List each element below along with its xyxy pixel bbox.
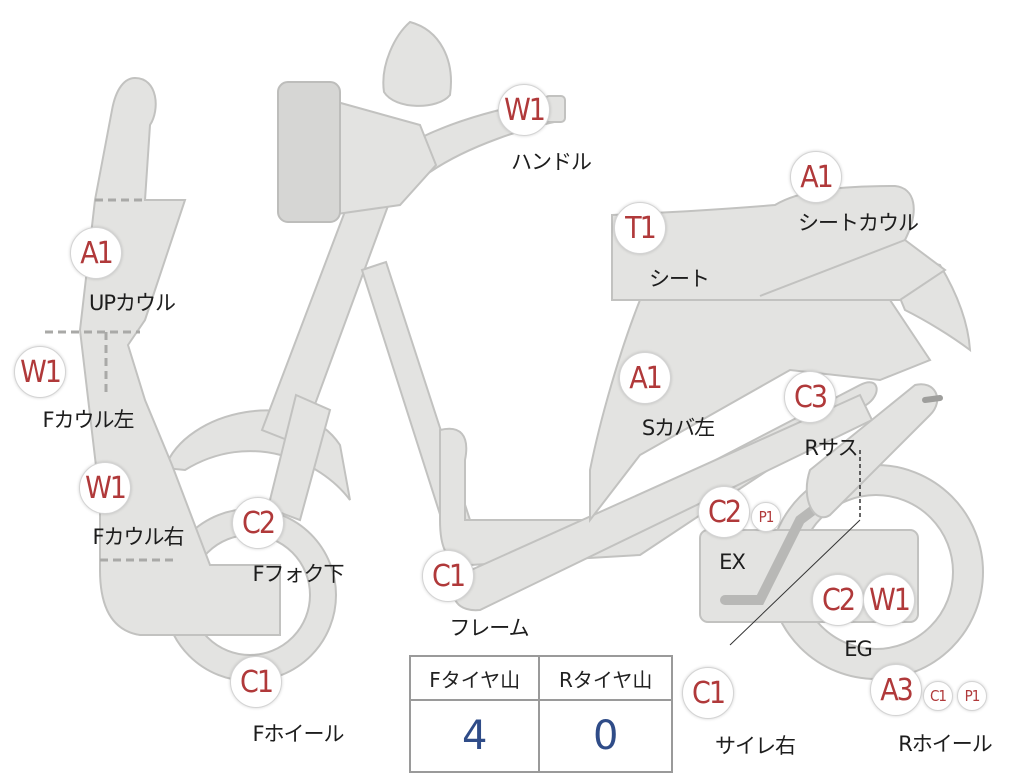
r-wheel-damage-badge[interactable]: A3	[870, 664, 922, 716]
mirror-shape	[382, 20, 452, 107]
muffler-right-damage-badge[interactable]: C1	[682, 667, 734, 719]
f-wheel-damage-badge[interactable]: C1	[230, 656, 282, 708]
seat-cowl-label: シートカウル	[798, 211, 919, 235]
front-fork-shape	[266, 393, 332, 522]
eg-label: EG	[844, 637, 873, 661]
r-tire-header: Rタイヤ山	[538, 655, 673, 701]
f-cowl-left-damage-badge[interactable]: W1	[14, 346, 66, 398]
r-sus-label: Rサス	[804, 436, 858, 460]
front-cowl-shape	[78, 76, 281, 636]
f-cowl-left-label: Fカウル左	[42, 408, 134, 432]
ex-extra-badge[interactable]: P1	[751, 502, 781, 532]
r-sus-damage-badge[interactable]: C3	[784, 371, 836, 423]
tire-tread-table: Fタイヤ山 Rタイヤ山 4 0	[408, 655, 673, 773]
frame-damage-badge[interactable]: C1	[422, 550, 474, 602]
s-cover-left-label: Sカバ左	[641, 416, 715, 440]
frame-label: フレーム	[449, 616, 529, 640]
seat-label: シート	[649, 267, 710, 291]
handle-damage-badge[interactable]: W1	[498, 84, 550, 136]
seat-damage-badge[interactable]: T1	[614, 202, 666, 254]
eg-damage-badge-1[interactable]: C2	[812, 574, 864, 626]
handle-label: ハンドル	[511, 150, 592, 174]
eg-damage-badge-2[interactable]: W1	[863, 574, 915, 626]
up-cowl-label: UPカウル	[88, 291, 176, 315]
r-wheel-label: Rホイール	[898, 732, 993, 756]
up-cowl-damage-badge[interactable]: A1	[70, 227, 122, 279]
seat-cowl-damage-badge[interactable]: A1	[790, 151, 842, 203]
f-fork-lower-label: Fフォク下	[252, 562, 344, 586]
r-wheel-extra-badge-2[interactable]: P1	[957, 681, 987, 711]
f-wheel-label: Fホイール	[252, 722, 344, 746]
f-cowl-right-damage-badge[interactable]: W1	[79, 462, 131, 514]
r-tire-value: 0	[538, 699, 673, 773]
r-wheel-extra-badge-1[interactable]: C1	[923, 681, 953, 711]
f-tire-header: Fタイヤ山	[408, 655, 541, 701]
f-cowl-right-label: Fカウル右	[92, 525, 184, 549]
headlight-shape	[277, 81, 341, 223]
s-cover-left-damage-badge[interactable]: A1	[619, 352, 671, 404]
steering-column-shape	[260, 183, 394, 447]
head-cowl-shape	[329, 98, 438, 217]
muffler-right-label: サイレ右	[715, 734, 796, 758]
f-fork-lower-damage-badge[interactable]: C2	[232, 497, 284, 549]
ex-label: EX	[719, 550, 746, 574]
exhaust-pipe-shape	[720, 500, 825, 605]
f-tire-value: 4	[408, 699, 541, 773]
ex-damage-badge[interactable]: C2	[698, 486, 750, 538]
muffler-shape	[805, 383, 939, 519]
